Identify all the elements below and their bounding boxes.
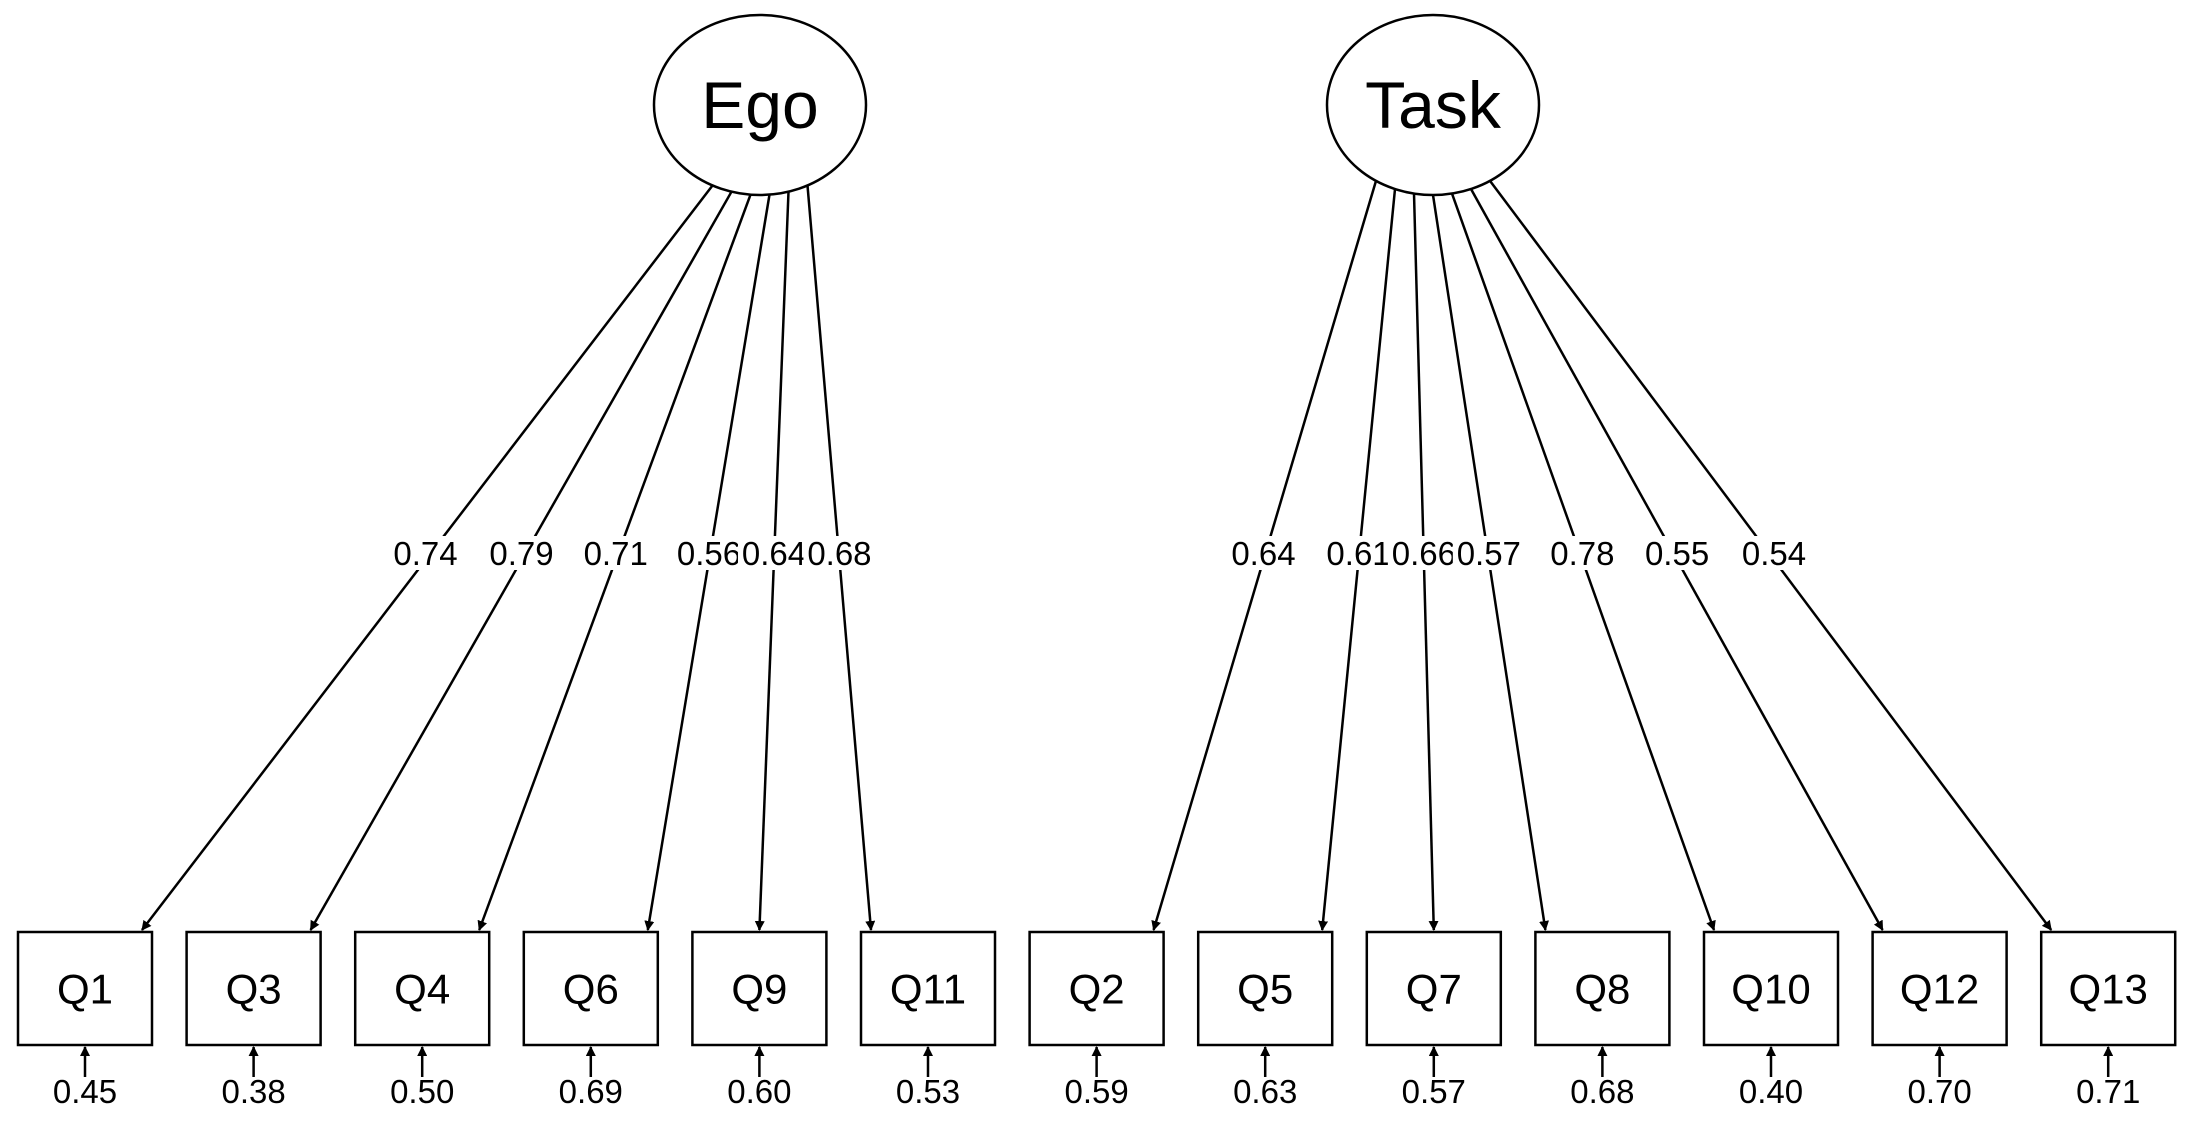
loading-label-q13: 0.54	[1742, 535, 1806, 572]
loading-label-q10: 0.78	[1550, 535, 1614, 572]
error-variance-label-q4: 0.50	[390, 1073, 454, 1110]
error-label-bg	[1737, 1077, 1805, 1111]
indicator-box-q4	[353, 930, 491, 1047]
error-variance-label-q7: 0.57	[1402, 1073, 1466, 1110]
indicator-box-q5	[1196, 930, 1334, 1047]
loading-label-bg	[1452, 536, 1525, 570]
indicator-label-q7: Q7	[1406, 966, 1462, 1013]
loading-label-q12: 0.55	[1645, 535, 1709, 572]
loading-label-q6: 0.56	[677, 535, 741, 572]
indicator-label-q2: Q2	[1069, 966, 1125, 1013]
indicator-label-q3: Q3	[226, 966, 282, 1013]
error-label-bg	[894, 1077, 962, 1111]
error-variance-label-q13: 0.71	[2076, 1073, 2140, 1110]
error-label-bg	[556, 1077, 625, 1111]
indicator-label-q10: Q10	[1731, 966, 1810, 1013]
latent-factor-label-task: Task	[1365, 68, 1502, 142]
loading-label-bg	[1738, 536, 1811, 570]
loading-label-q3: 0.79	[489, 535, 553, 572]
loading-label-bg	[579, 536, 652, 570]
loading-label-q5: 0.61	[1326, 535, 1390, 572]
indicator-box-q12	[1871, 930, 2008, 1047]
error-label-bg	[51, 1077, 119, 1111]
indicator-label-q12: Q12	[1900, 966, 1979, 1013]
indicator-box-q7	[1365, 930, 1503, 1047]
nodes-layer	[16, 13, 2177, 1047]
error-variance-label-q9: 0.60	[727, 1073, 791, 1110]
loading-label-q2: 0.64	[1231, 535, 1295, 572]
error-variance-label-q11: 0.53	[896, 1073, 960, 1110]
error-label-bg	[1568, 1077, 1637, 1111]
error-label-bg	[1062, 1077, 1131, 1111]
indicator-label-q1: Q1	[57, 966, 113, 1013]
indicator-label-q4: Q4	[394, 966, 450, 1013]
loading-label-bg	[673, 536, 746, 570]
indicator-box-q6	[522, 930, 660, 1047]
indicator-box-q2	[1028, 930, 1165, 1047]
error-variance-label-q1: 0.45	[53, 1073, 117, 1110]
loading-label-bg	[803, 536, 876, 570]
error-label-bg	[1399, 1077, 1468, 1111]
error-label-bg	[1231, 1077, 1300, 1111]
error-variance-label-q5: 0.63	[1233, 1073, 1297, 1110]
loading-label-q4: 0.71	[584, 535, 648, 572]
indicator-box-q13	[2039, 930, 2177, 1047]
indicator-label-q5: Q5	[1237, 966, 1293, 1013]
indicator-label-q8: Q8	[1574, 966, 1630, 1013]
error-variance-label-q8: 0.68	[1570, 1073, 1634, 1110]
indicator-box-q9	[691, 930, 828, 1047]
loading-label-bg	[1322, 536, 1395, 570]
error-label-bg	[1905, 1077, 1974, 1111]
loading-label-q8: 0.57	[1457, 535, 1521, 572]
error-variance-label-q6: 0.69	[559, 1073, 623, 1110]
loading-label-bg	[737, 536, 810, 570]
indicator-label-q11: Q11	[890, 966, 966, 1013]
latent-factor-task	[1325, 13, 1541, 197]
error-label-bg	[219, 1077, 288, 1111]
error-variance-label-q3: 0.38	[221, 1073, 285, 1110]
indicator-label-q6: Q6	[563, 966, 619, 1013]
loading-label-bg	[485, 536, 558, 570]
indicator-box-q10	[1702, 930, 1840, 1047]
error-variance-label-q10: 0.40	[1739, 1073, 1803, 1110]
indicator-label-q13: Q13	[2069, 966, 2148, 1013]
latent-factor-label-ego: Ego	[701, 68, 818, 142]
error-variance-label-q12: 0.70	[1907, 1073, 1971, 1110]
indicator-box-q8	[1534, 930, 1671, 1047]
indicator-label-q9: Q9	[731, 966, 787, 1013]
loading-label-bg	[389, 536, 462, 570]
loading-label-bg	[1387, 536, 1460, 570]
error-label-bg	[388, 1077, 457, 1111]
loading-label-bg	[1641, 536, 1714, 570]
indicator-box-q3	[185, 930, 322, 1047]
loading-label-bg	[1227, 536, 1300, 570]
indicator-box-q1	[16, 930, 154, 1047]
indicator-box-q11	[859, 930, 997, 1047]
labels-layer: Ego0.74Q10.450.79Q30.380.71Q40.500.56Q60…	[51, 68, 2148, 1111]
error-label-bg	[725, 1077, 794, 1111]
error-variance-label-q2: 0.59	[1064, 1073, 1128, 1110]
loading-label-q1: 0.74	[393, 535, 457, 572]
loading-label-q11: 0.68	[807, 535, 871, 572]
loading-label-q7: 0.66	[1392, 535, 1456, 572]
latent-factor-ego	[652, 13, 868, 197]
loading-label-q9: 0.64	[742, 535, 806, 572]
error-label-bg	[2074, 1077, 2143, 1111]
loading-label-bg	[1546, 536, 1619, 570]
